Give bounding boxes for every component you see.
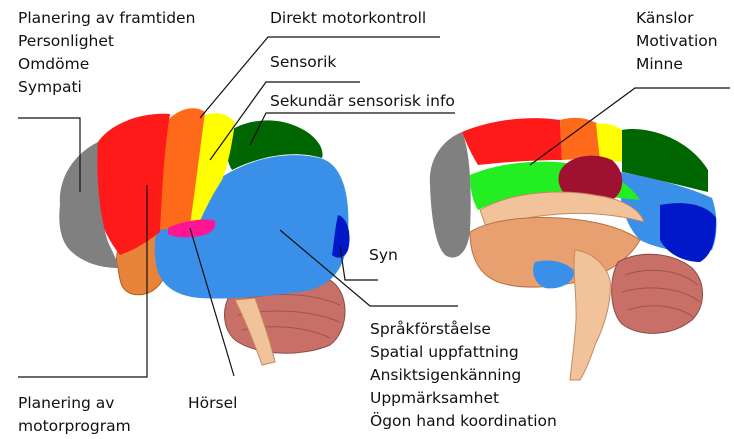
label-sensory-text: Sensorik <box>270 51 336 74</box>
brainstem-medial <box>570 250 610 380</box>
label-parietal-line-2: Spatial uppfattning <box>370 341 557 364</box>
medial-prefrontal <box>430 132 471 258</box>
label-secondary-sensory: Sekundär sensorisk info <box>270 90 455 113</box>
label-frontal-line-1: Planering av framtiden <box>18 7 195 30</box>
medial-occipital <box>660 203 716 262</box>
label-hearing-text: Hörsel <box>188 392 237 415</box>
label-motor-planning-line-1: Planering av <box>18 392 131 415</box>
label-parietal-line-3: Ansiktsigenkänning <box>370 364 557 387</box>
label-frontal-line-2: Personlighet <box>18 30 195 53</box>
label-parietal-line-5: Ögon hand koordination <box>370 410 557 433</box>
label-vision-text: Syn <box>369 244 398 267</box>
label-frontal-line-4: Sympati <box>18 76 195 99</box>
label-frontal-functions: Planering av framtiden Personlighet Omdö… <box>18 7 195 99</box>
medial-sensory <box>596 123 624 162</box>
label-vision: Syn <box>369 244 398 267</box>
label-motor-control: Direkt motorkontroll <box>270 7 426 30</box>
label-motor-planning-line-2: motorprogram <box>18 415 131 438</box>
label-sensory: Sensorik <box>270 51 336 74</box>
label-parietal-functions: Språkförståelse Spatial uppfattning Ansi… <box>370 318 557 433</box>
label-hearing: Hörsel <box>188 392 237 415</box>
lateral-brain <box>59 108 349 365</box>
label-limbic-line-1: Känslor <box>636 7 718 30</box>
label-parietal-line-4: Uppmärksamhet <box>370 387 557 410</box>
label-motor-text: Direkt motorkontroll <box>270 7 426 30</box>
cerebellum-medial <box>612 254 703 333</box>
label-secondary-text: Sekundär sensorisk info <box>270 90 455 113</box>
label-parietal-line-1: Språkförståelse <box>370 318 557 341</box>
label-frontal-line-3: Omdöme <box>18 53 195 76</box>
label-motor-planning: Planering av motorprogram <box>18 392 131 438</box>
label-limbic-line-3: Minne <box>636 53 718 76</box>
label-limbic-functions: Känslor Motivation Minne <box>636 7 718 76</box>
medial-premotor <box>462 118 562 165</box>
label-limbic-line-2: Motivation <box>636 30 718 53</box>
